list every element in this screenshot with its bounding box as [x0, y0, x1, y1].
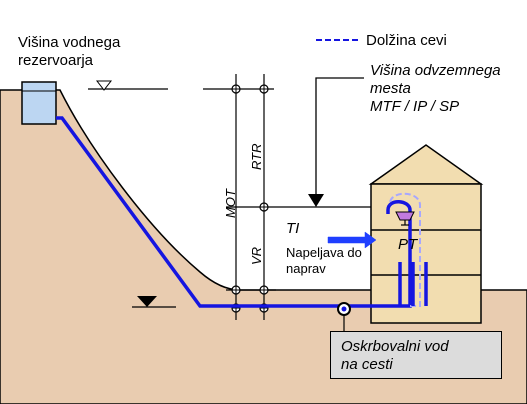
tap-height-label: Višina odvzemnega mesta MTF / IP / SP	[370, 62, 501, 115]
pt-label: PT	[398, 236, 418, 253]
water-level-triangle-icon	[95, 80, 113, 91]
tap-height-arrowhead	[308, 194, 324, 207]
vr-label: VR	[249, 246, 264, 265]
rtr-label: RTR	[249, 143, 264, 170]
tap-icon	[395, 211, 415, 221]
reservoir-height-label: Višina vodnega rezervoarja	[18, 34, 121, 69]
branch-pipes	[398, 262, 428, 306]
low-water-level-triangle-icon	[137, 296, 157, 307]
mot-label: MOT	[223, 189, 238, 218]
street-main-label: Oskrbovalni vod na cesti	[341, 338, 449, 373]
ti-arrow	[327, 231, 377, 249]
pipe-length-label: Dolžina cevi	[366, 32, 447, 49]
main-pipe	[56, 116, 412, 308]
tap-height-leader	[315, 77, 364, 196]
house-roof	[368, 144, 484, 185]
pipe-length-dashed	[389, 192, 421, 307]
street-main-box	[330, 331, 502, 379]
device-supply-label: Napeljava do naprav	[286, 245, 362, 276]
reservoir	[21, 81, 57, 125]
ti-label: TI	[286, 220, 300, 237]
